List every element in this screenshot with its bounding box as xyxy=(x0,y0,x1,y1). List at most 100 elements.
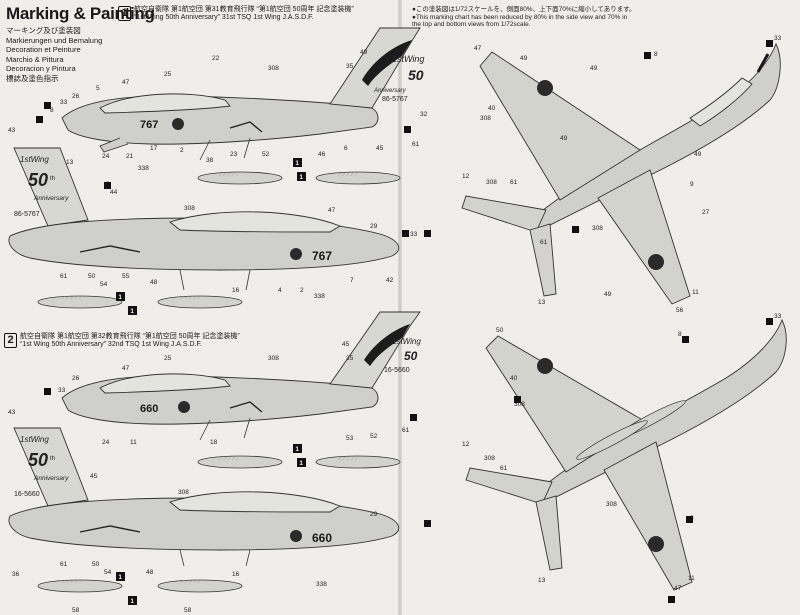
scheme-2-left-side-view: 1stWing 50 th Anniversary 16-5660 660 xyxy=(8,427,400,567)
s1-marker-1a xyxy=(293,158,302,167)
callout: 47 xyxy=(474,45,482,52)
callout: 29 xyxy=(370,223,378,230)
callout: 47 xyxy=(674,585,682,592)
callout: 11 xyxy=(130,439,137,446)
s1l-tailart-line1: 1stWing xyxy=(20,155,49,164)
callout: 43 xyxy=(8,409,16,416)
s2r-hinomaru xyxy=(178,401,190,413)
bottom-view xyxy=(465,318,787,591)
s2r-tailart-line1: 1stWing xyxy=(392,337,421,346)
callout: 61 xyxy=(60,561,68,568)
scheme-1-jp-caption: 航空自衛隊 第1航空団 第31教育飛行隊 “第1航空団 50周年 記念塗装機” xyxy=(134,6,354,13)
callout: 6 xyxy=(344,145,348,152)
callout: 308 xyxy=(606,501,617,508)
callout: 11 xyxy=(692,289,699,296)
callout: 33 xyxy=(60,99,68,106)
callout: 43 xyxy=(8,127,16,134)
callout: 2 xyxy=(300,287,304,294)
callout: 27 xyxy=(702,209,710,216)
callout: 24 xyxy=(102,153,110,160)
s2l-tailart-line1: 1stWing xyxy=(20,435,49,444)
s1r-hinomaru xyxy=(172,118,184,130)
s1-marker-1a-text: 1 xyxy=(296,161,300,167)
callout: 29 xyxy=(370,511,378,518)
scheme-2-jp-caption: 航空自衛隊 第1航空団 第32教育飛行隊 “第1航空団 50周年 記念塗装機” xyxy=(20,333,240,340)
callout: 8 xyxy=(50,107,54,114)
callout: 49 xyxy=(520,55,528,62)
callout: 11 xyxy=(688,575,695,582)
page-title: Marking & Painting xyxy=(6,4,155,23)
top-hinomaru-right xyxy=(648,254,664,270)
callout: 50 xyxy=(92,561,100,568)
s1r-fin-tailart-line1: 1stWing xyxy=(392,54,424,64)
callout: 35 xyxy=(346,63,354,70)
callout: 61 xyxy=(412,141,420,148)
s1l-canopy xyxy=(169,211,342,233)
callout: 54 xyxy=(100,281,108,288)
callout: 50 xyxy=(496,327,504,334)
callout: 8 xyxy=(654,51,658,58)
callout: 308 xyxy=(484,455,495,462)
scheme-2-en-caption: “1st Wing 50th Anniversary” 32nd TSQ 1st… xyxy=(20,341,202,349)
scheme-1-left-side-view: 1stWing 50 th Anniversary 86-5767 767 xyxy=(8,147,400,291)
s1r-fin-tailart-line2: Anniversary xyxy=(373,88,407,94)
callout: 9 xyxy=(690,181,694,188)
callout: 54 xyxy=(104,569,112,576)
language-it: Marchio & Pittura xyxy=(6,54,64,64)
callout: 22 xyxy=(212,55,220,62)
language-cn: 標誌及塗色指示 xyxy=(6,73,59,83)
s2l-fin xyxy=(13,427,89,507)
callout: 308 xyxy=(268,65,279,72)
s1r-nose-number: 767 xyxy=(140,119,158,131)
callout: 49 xyxy=(694,151,702,158)
callout: 5 xyxy=(96,85,100,92)
callout: 46 xyxy=(318,151,326,158)
callout-layer: 26 5 47 25 22 308 35 49 32 8 33 24 21 33… xyxy=(8,35,782,614)
callout: 55 xyxy=(122,273,130,280)
language-de: Markierungen und Bemalung xyxy=(6,35,103,45)
callout: 40 xyxy=(488,105,496,112)
callout: 61 xyxy=(60,273,68,280)
s2l-serial: 16-5660 xyxy=(14,491,40,498)
callout: 61 xyxy=(510,179,518,186)
callout: 49 xyxy=(590,65,598,72)
callout: 49 xyxy=(560,135,568,142)
s2-marker-1a-text: 1 xyxy=(296,447,300,453)
scale-note-en-2: the top and bottom views from 1/72scale. xyxy=(412,21,531,29)
top-wing-right xyxy=(597,169,691,305)
callout: 308 xyxy=(268,355,279,362)
callout: 16 xyxy=(232,287,240,294)
callout: 33 xyxy=(58,387,66,394)
callout: 61 xyxy=(540,239,548,246)
bottom-wing-right xyxy=(603,441,693,591)
bottom-tail-left xyxy=(465,467,553,505)
top-tail-left xyxy=(461,195,547,233)
s1r-fin-serial: 86-5767 xyxy=(382,96,408,103)
bottom-tail-right xyxy=(535,495,563,571)
s2l-canopy xyxy=(169,491,342,513)
callout: 308 xyxy=(486,179,497,186)
s2l-hinomaru xyxy=(290,530,302,542)
language-es: Decoracion y Pintura xyxy=(6,64,76,74)
s1-marker-1c-text: 1 xyxy=(119,295,123,301)
callout: 48 xyxy=(146,569,154,576)
scheme-1-heading: 1 航空自衛隊 第1航空団 第31教育飛行隊 “第1航空団 50周年 記念塗装機… xyxy=(118,6,354,23)
s1r-stripe xyxy=(229,121,263,133)
callout: 26 xyxy=(72,93,80,100)
callout: 308 xyxy=(514,401,525,408)
s1l-tailart-suffix: th xyxy=(50,176,55,182)
paint-marker-squares xyxy=(36,40,773,603)
callout: 47 xyxy=(122,79,130,86)
callout: 53 xyxy=(346,435,354,442)
s2-marker-1d-text: 1 xyxy=(131,599,135,605)
callout: 36 xyxy=(12,571,20,578)
s1-tank-right xyxy=(315,171,401,185)
callout: 33 xyxy=(774,313,782,320)
top-hinomaru-left xyxy=(537,80,553,96)
s2-tanks-bottom: 1 1 xyxy=(37,572,243,605)
callout: 2 xyxy=(180,147,184,154)
callout: 25 xyxy=(164,355,172,362)
callout: 33 xyxy=(774,35,782,42)
